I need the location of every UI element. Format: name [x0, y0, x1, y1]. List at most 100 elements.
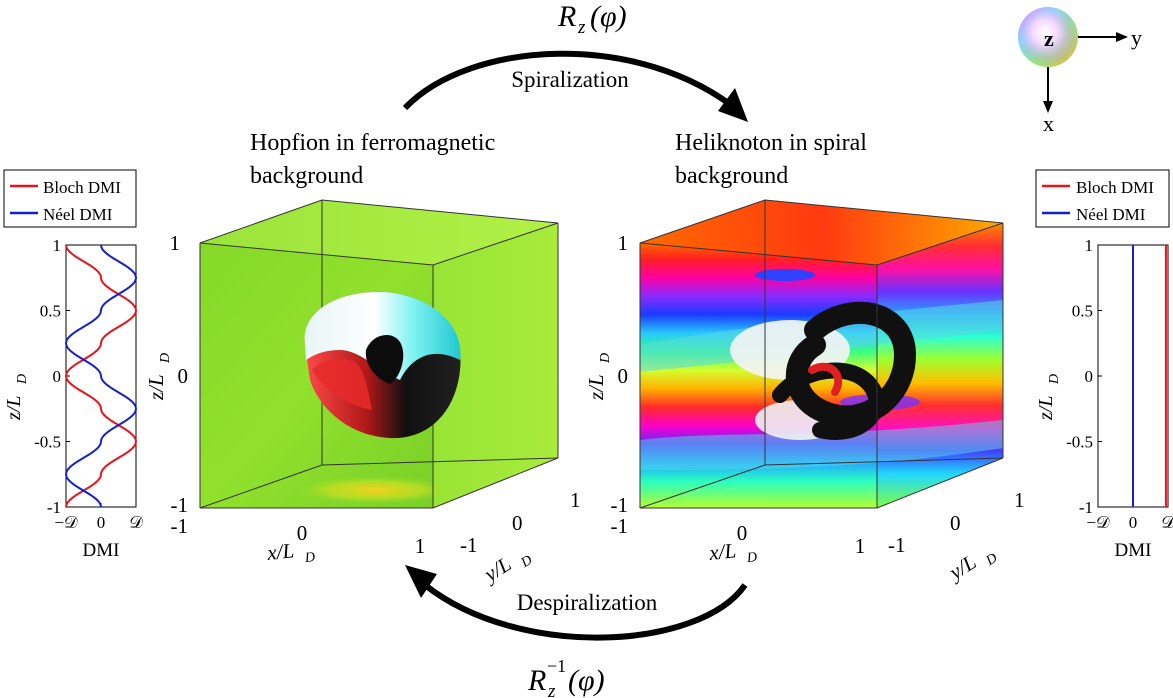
- hopfion-torus: [304, 291, 461, 439]
- heliknoton-cube: [639, 199, 1004, 509]
- dmi-plot-right-legend-neel: Néel DMI: [1076, 205, 1146, 224]
- bottom-formula-sup: −1: [547, 656, 566, 676]
- hopfion-cube-top-face: [200, 200, 558, 265]
- dmi-plot-right-ylabel: z/L D: [1035, 374, 1062, 421]
- spiralization-arrowhead: [718, 88, 748, 122]
- hopfion-z-tick-bottom: -1: [171, 493, 189, 517]
- dmi-plot-left-ytick-label: 1: [53, 236, 62, 255]
- svg-text:D: D: [518, 553, 535, 572]
- heliknoton-y-tick-mid: 0: [950, 511, 961, 535]
- hopfion-x-label: x/L D: [265, 538, 316, 566]
- heliknoton-cube-top-face: [640, 200, 1003, 265]
- heliknoton-x-label: x/L D: [707, 538, 758, 566]
- heliknoton-z-tick-bottom: -1: [611, 493, 629, 517]
- axis-z-label: z: [1044, 26, 1054, 51]
- heliknoton-y-tick-left: -1: [888, 533, 906, 557]
- svg-text:D: D: [598, 353, 613, 364]
- axis-x-label: x: [1043, 111, 1054, 136]
- color-sphere-highlight: [1018, 7, 1078, 67]
- hopfion-cube: [199, 199, 559, 509]
- top-formula-sub: z: [577, 17, 586, 38]
- hopfion-y-tick-left: -1: [460, 533, 478, 557]
- dmi-plot-left-ytick-label: -1: [47, 498, 61, 517]
- dmi-plot-left-ytick-label: 0: [53, 367, 62, 386]
- axis-y-label: y: [1131, 25, 1142, 50]
- dmi-plot-left-ylabel: z/L D: [3, 374, 30, 421]
- dmi-plot-left-legend-neel: Néel DMI: [43, 205, 113, 224]
- dmi-plot-left-xtick-label: 0: [97, 513, 106, 532]
- dmi-plot-right-ytick-label: -0.5: [1066, 433, 1093, 452]
- dmi-plot-left-xtick-label: 𝒟: [129, 513, 143, 532]
- right-title-line2: background: [675, 163, 788, 189]
- hopfion-z-tick-mid: 0: [178, 364, 189, 388]
- orientation-glyph: z y x: [1018, 7, 1142, 136]
- bottom-formula-sub: z: [547, 681, 556, 698]
- svg-text:y/L: y/L: [478, 552, 515, 588]
- svg-text:D: D: [15, 374, 30, 385]
- svg-text:z/L: z/L: [1035, 396, 1057, 421]
- svg-text:D: D: [983, 551, 1000, 570]
- heliknoton-x-tick-left: -1: [611, 514, 629, 538]
- spiralization-arrow: [402, 50, 742, 115]
- spiralization-label: Spiralization: [511, 67, 629, 92]
- dmi-plot-left-ytick-label: -0.5: [34, 433, 61, 452]
- svg-text:y/L: y/L: [943, 550, 980, 586]
- dmi-plot-right-xtick-label: 𝒟: [1161, 513, 1173, 532]
- svg-text:x/L: x/L: [265, 538, 295, 565]
- bottom-formula-arg: (φ): [568, 664, 605, 697]
- svg-text:z/L: z/L: [3, 396, 25, 421]
- hopfion-y-tick-right: 1: [570, 488, 581, 512]
- heliknoton-y-label: y/L D: [943, 550, 1000, 586]
- dmi-plot-left-ytick-label: 0.5: [40, 302, 61, 321]
- dmi-plot-right-xtick-label: 0: [1129, 513, 1138, 532]
- hopfion-cube-edges: [199, 199, 559, 509]
- heliknoton-knot: [730, 301, 917, 440]
- bottom-formula-main: R: [527, 664, 546, 697]
- heliknoton-z-tick-top: 1: [618, 231, 629, 255]
- despiralization-arrowhead: [405, 565, 437, 598]
- hopfion-yellow-spot: [295, 476, 455, 504]
- hopfion-x-tick-right: 1: [415, 534, 426, 558]
- heliknoton-x-tick-mid: 0: [737, 521, 748, 545]
- svg-text:D: D: [745, 550, 758, 566]
- dmi-plot-right-ytick-label: 0.5: [1072, 302, 1093, 321]
- dmi-plot-left-legend-bloch: Bloch DMI: [43, 178, 121, 197]
- despiralization-label: Despiralization: [517, 590, 658, 615]
- right-title-line1: Heliknoton in spiral: [675, 130, 867, 156]
- hopfion-x-tick-mid: 0: [297, 521, 308, 545]
- heliknoton-sheet-lower: [640, 420, 1003, 470]
- top-formula-arg: (φ): [590, 0, 627, 33]
- dmi-plot-left-bloch-line: [64, 244, 138, 508]
- svg-text:z/L: z/L: [584, 374, 608, 401]
- dmi-plot-left-neel-line: [64, 244, 138, 508]
- heliknoton-x-tick-right: 1: [855, 534, 866, 558]
- hopfion-cube-side-face: [433, 223, 558, 508]
- svg-text:D: D: [1047, 374, 1062, 385]
- dmi-plot-left-xtick-label: −𝒟: [54, 513, 78, 532]
- heliknoton-z-tick-mid: 0: [618, 364, 629, 388]
- hopfion-z-label: z/L D: [144, 353, 173, 401]
- hopfion-y-label: y/L D: [478, 552, 535, 588]
- svg-text:D: D: [303, 550, 316, 566]
- top-formula-main: R: [557, 0, 576, 33]
- heliknoton-z-label: z/L D: [584, 353, 613, 401]
- dmi-plot-right-xtick-label: −𝒟: [1086, 513, 1110, 532]
- svg-text:z/L: z/L: [144, 374, 168, 401]
- top-formula: R z (φ): [557, 0, 627, 38]
- heliknoton-cube-edges: [639, 199, 1004, 509]
- dmi-plot-right-legend-bloch: Bloch DMI: [1076, 178, 1154, 197]
- heliknoton-y-tick-right: 1: [1014, 488, 1025, 512]
- svg-text:D: D: [158, 353, 173, 364]
- left-title-line2: background: [250, 163, 363, 189]
- hopfion-x-tick-left: -1: [171, 514, 189, 538]
- heliknoton-top-disc: [755, 269, 815, 281]
- dmi-plot-right-xlabel: DMI: [1115, 540, 1152, 561]
- despiralization-arrow: [423, 582, 748, 641]
- bottom-formula: R z −1 (φ): [527, 656, 605, 698]
- svg-text:x/L: x/L: [707, 538, 737, 565]
- hopfion-z-tick-top: 1: [170, 231, 181, 255]
- left-title-line1: Hopfion in ferromagnetic: [250, 130, 495, 156]
